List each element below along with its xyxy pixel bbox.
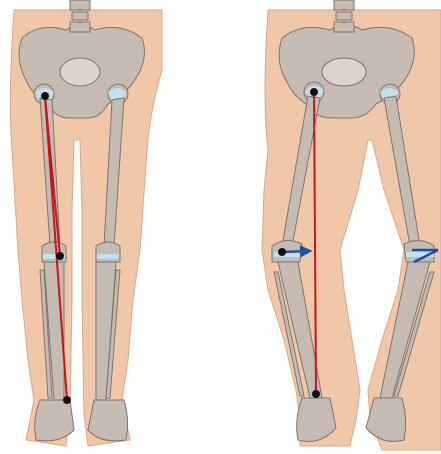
hip-center-marker [41, 92, 49, 100]
tibia-bone-icon [40, 262, 120, 400]
ankle-center-marker [312, 390, 320, 398]
arrow-icon [282, 251, 310, 252]
knee-cartilage [274, 252, 434, 257]
knee-center-marker [278, 248, 286, 256]
foot-bone-icon [35, 400, 128, 441]
genu-varum-alignment-figure [262, 0, 441, 450]
normal-alignment-figure [10, 0, 162, 446]
knee-cartilage [43, 254, 119, 259]
knee-center-marker [56, 252, 64, 260]
hip-center-marker [310, 88, 318, 96]
ankle-center-marker [63, 396, 71, 404]
